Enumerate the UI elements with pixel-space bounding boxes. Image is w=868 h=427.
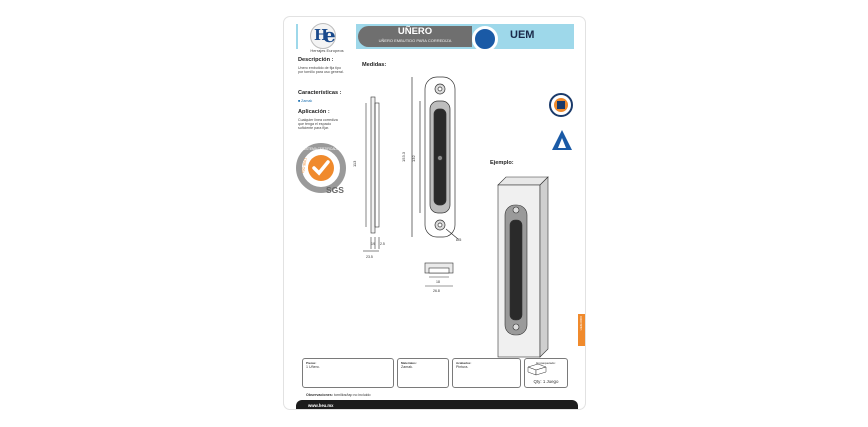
medidas-label: Medidas: <box>362 62 387 68</box>
front-view-drawing <box>411 76 459 240</box>
brand-logo-circle <box>310 23 336 49</box>
description-heading: Descripción : <box>298 57 334 63</box>
observations-text: tornillos/tap no incluido <box>333 393 371 397</box>
dim-hole: Ø5 <box>456 237 462 242</box>
code-disc-icon <box>472 26 498 52</box>
product-code: UEM <box>510 29 535 41</box>
materials-value: Zamak. <box>401 365 413 369</box>
features-heading: Características : <box>298 90 342 96</box>
dim-side-w1: 19 <box>371 242 375 246</box>
finishes-box: Acabados: Pintura. <box>452 358 521 388</box>
dim-top-total: 26.8 <box>433 289 440 293</box>
packing-box-icon <box>527 363 547 376</box>
materials-box: Materiales: Zamak. <box>397 358 449 388</box>
seal-iso-text: ISO 9001 <box>301 158 308 174</box>
features-item: ■ Zamak <box>298 99 313 103</box>
application-text: Cualquier linea corrediza que tenga el e… <box>298 118 338 131</box>
product-sheet: H e Herrajes Europeos UÑERO UÑERO EMBUTI… <box>283 16 586 410</box>
sgs-text: SGS <box>326 185 344 195</box>
packing-box: Empaquetado: Qty: 1 Juego <box>524 358 568 388</box>
observations: Observaciones: tornillos/tap no incluido <box>306 393 371 397</box>
dim-front-inner: 132 <box>411 155 416 162</box>
brand-logo-h: H <box>314 26 329 44</box>
features-item-label: Zamak <box>301 99 313 103</box>
brand-logo-e: e <box>323 23 336 47</box>
hem-logo-icon <box>549 93 573 117</box>
brand-caption: Herrajes Europeos <box>310 48 344 53</box>
finishes-value: Pintura. <box>456 365 469 369</box>
pieces-value: 1 Uñero. <box>306 365 320 369</box>
amp-logo-icon <box>552 130 572 150</box>
iso-certification-seal: SISTEMA CERTIFICADO ISO 9001 <box>296 143 346 193</box>
application-heading: Aplicación : <box>298 109 330 115</box>
ejemplo-label: Ejemplo: <box>490 160 514 166</box>
dim-side-w2: 2.5 <box>380 242 385 246</box>
product-title: UÑERO <box>397 26 433 37</box>
dim-side-height: 113 <box>352 160 357 167</box>
example-install-illustration <box>497 176 549 358</box>
dim-side-total: 23.5 <box>366 255 373 259</box>
pieces-heading: Piezas: <box>306 361 317 365</box>
top-view-drawing <box>424 262 454 287</box>
pieces-box: Piezas: 1 Uñero. <box>302 358 394 388</box>
description-text: Unero embutido de fija tipo por tornillo… <box>298 66 344 75</box>
code-side-tab <box>578 314 585 346</box>
footer-bar <box>296 400 578 409</box>
observations-label: Observaciones: <box>306 393 333 397</box>
product-subtitle: UÑERO EMBUTIDO PARA CORREDIZA <box>378 38 452 43</box>
title-pill <box>358 26 472 47</box>
technical-drawing: 113 19 2.5 23.5 153.3 132 Ø5 18 26.8 <box>352 76 549 376</box>
finishes-heading: Acabados: <box>456 361 472 365</box>
packing-heading: Empaquetado: <box>536 361 556 365</box>
side-view-drawing <box>363 96 380 252</box>
dim-front-total: 153.3 <box>401 151 406 162</box>
code-side-tab-text: UEM-0000 <box>579 316 583 331</box>
seal-top-text: SISTEMA CERTIFICADO <box>303 147 340 151</box>
materials-heading: Materiales: <box>401 361 417 365</box>
packing-value: Qty: 1 Juego <box>533 379 559 384</box>
dim-top-inner: 18 <box>436 280 440 284</box>
footer-url[interactable]: www.heu.mx <box>308 403 334 408</box>
